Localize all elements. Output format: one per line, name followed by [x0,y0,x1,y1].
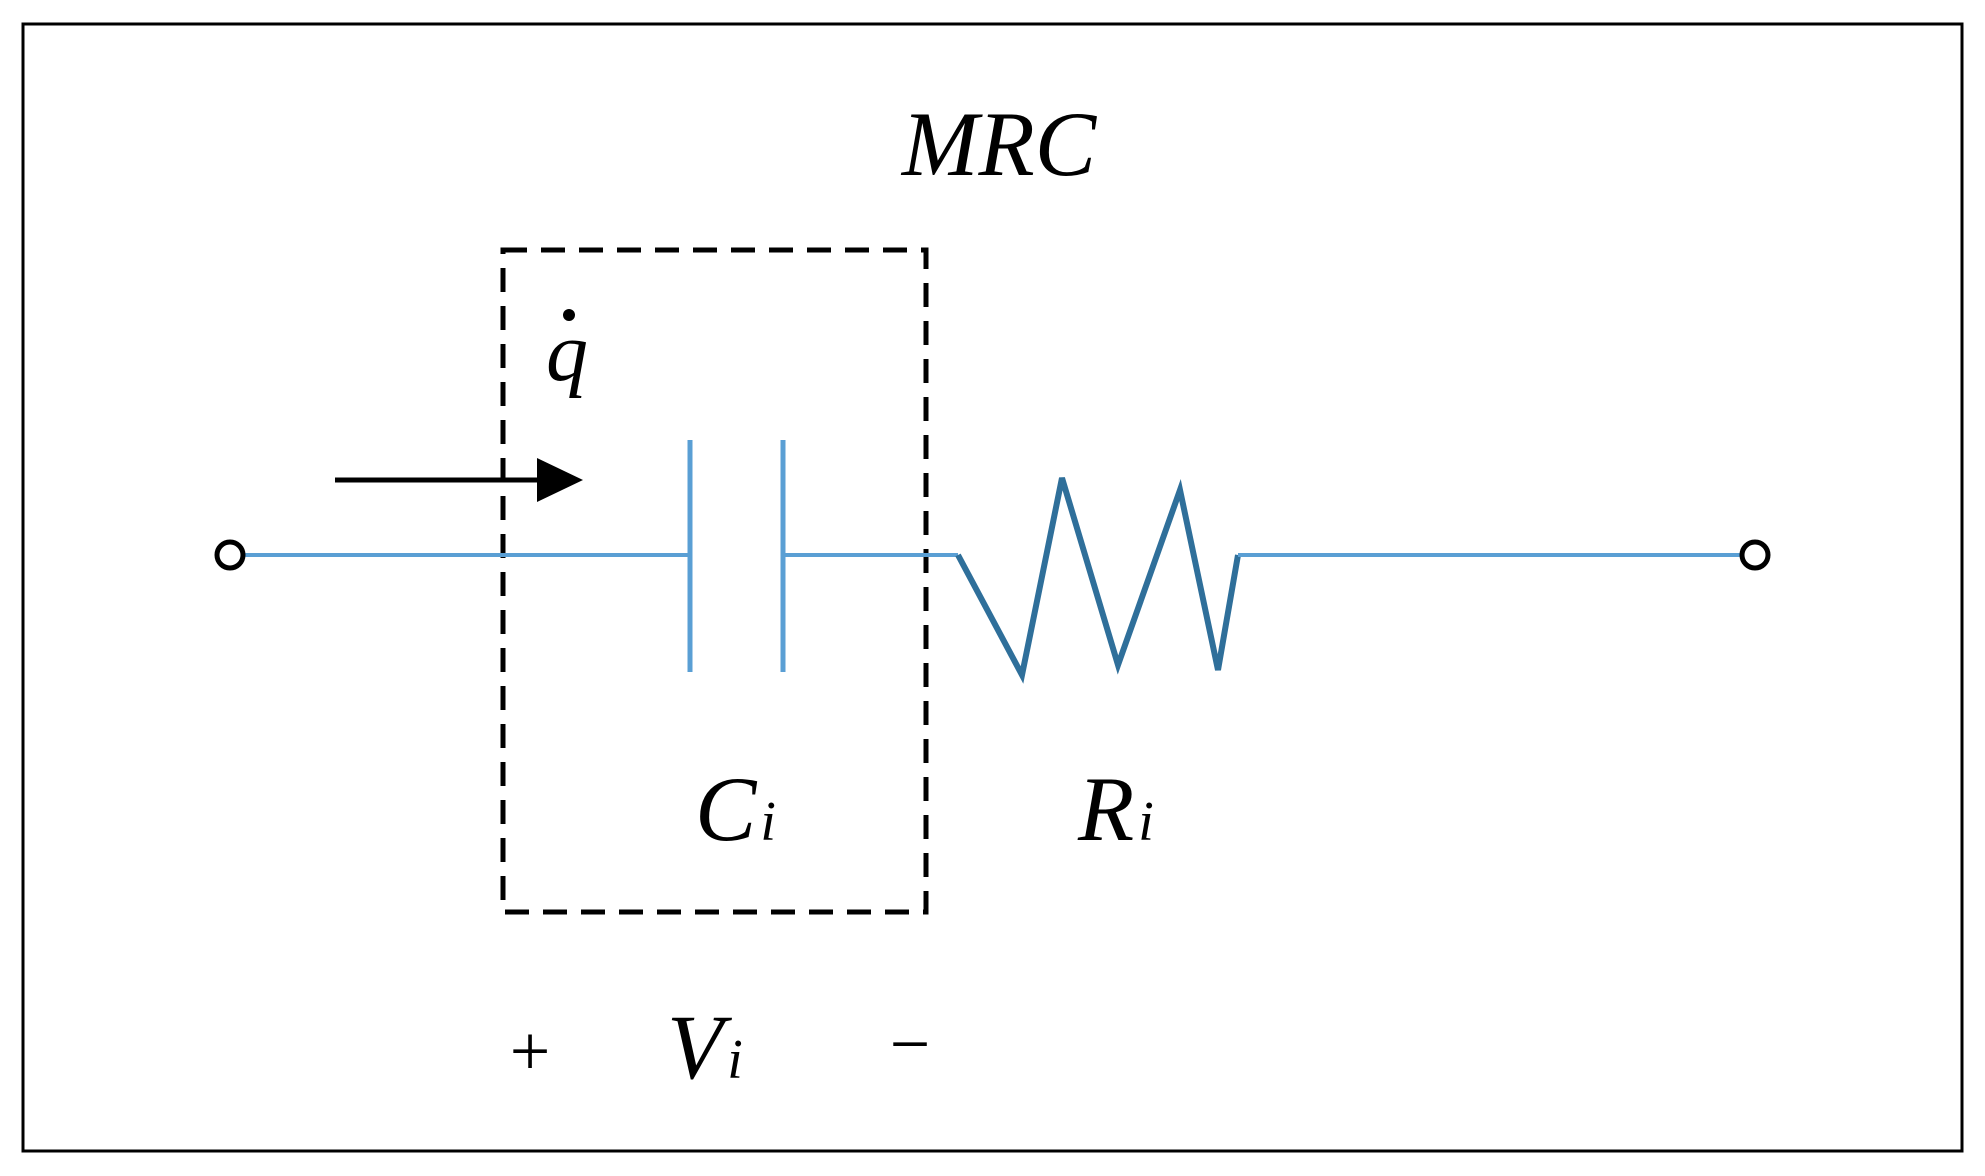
resistor-label: Ri [1077,758,1154,860]
capacitor-label-sub: i [760,791,776,853]
diagram-title: MRC [900,93,1098,195]
current-arrow-head [537,458,583,502]
voltage-label-main: V [667,996,733,1098]
capacitor-dashed-box [500,247,929,915]
right-terminal [1739,539,1771,571]
resistor-label-sub: i [1138,791,1154,853]
plus-sign: + [510,1011,551,1091]
voltage-label: Vi [667,996,743,1098]
left-terminal [214,539,246,571]
resistor-label-main: R [1077,758,1134,860]
current-label: q [546,306,588,399]
minus-sign: − [890,1004,931,1084]
current-label-dot [563,309,575,321]
diagram-frame [21,22,1964,1153]
capacitor-label-main: C [695,758,758,860]
capacitor-label: Ci [695,758,776,860]
resistor-zigzag [955,477,1241,684]
voltage-label-sub: i [727,1029,743,1091]
